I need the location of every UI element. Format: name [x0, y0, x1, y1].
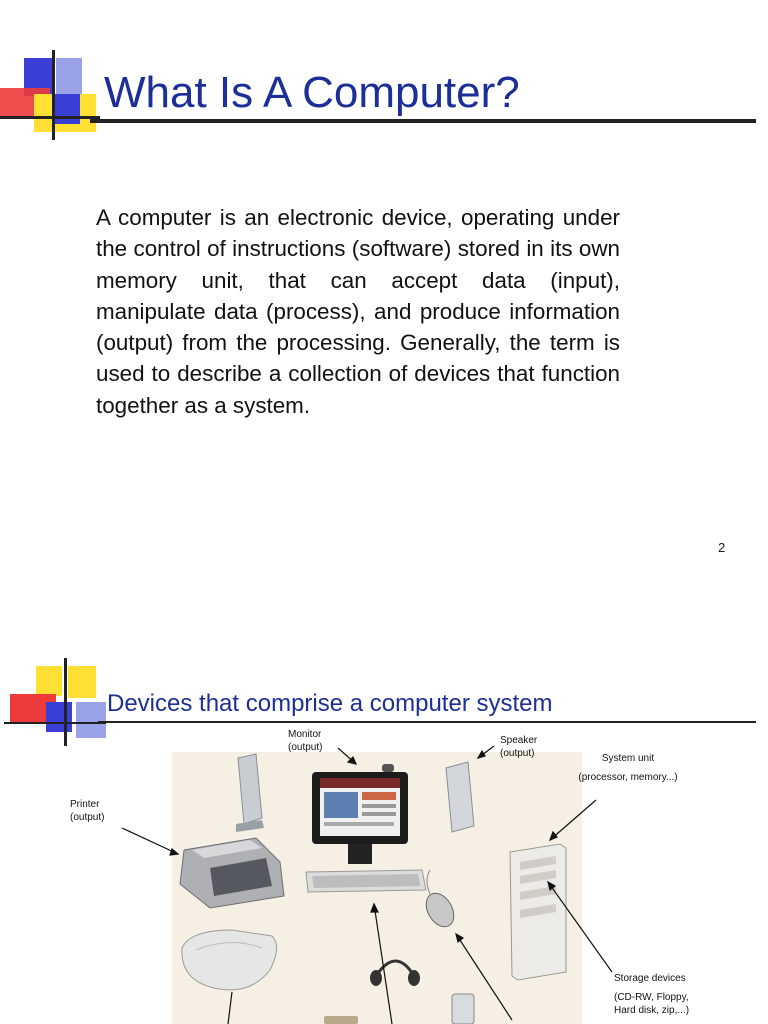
- monitor-icon: [312, 764, 408, 864]
- slide-what-is-a-computer: What Is A Computer? A computer is an ele…: [0, 50, 756, 555]
- keyboard-icon: [305, 869, 427, 893]
- speaker-label: Speaker (output): [500, 735, 538, 759]
- printer-label: Printer (output): [70, 799, 105, 823]
- storage-devices-label: Storage devices (CD-RW, Floppy, Hard dis…: [614, 973, 690, 1016]
- title-decoration: [0, 50, 110, 140]
- slide-devices: Devices that comprise a computer system: [0, 600, 768, 1024]
- left-speaker-icon: [236, 753, 264, 832]
- title-rule: [90, 119, 756, 123]
- title-decoration: [0, 658, 110, 748]
- slide-title: What Is A Computer?: [104, 68, 520, 117]
- zip-drive-icon: [451, 993, 475, 1024]
- camera-icon: [324, 1016, 358, 1024]
- monitor-label: Monitor (output): [288, 729, 323, 753]
- right-speaker-icon: [445, 761, 475, 833]
- pointer-arrows: [121, 745, 613, 1024]
- devices-illustration: [121, 745, 613, 1024]
- scanner-icon: [181, 929, 277, 991]
- printer-icon: [179, 837, 285, 909]
- system-unit-label: System unit (processor, memory...): [578, 753, 678, 783]
- page-number: 2: [718, 540, 726, 555]
- definition-paragraph: A computer is an electronic device, oper…: [96, 205, 620, 418]
- mouse-icon: [425, 869, 455, 928]
- title-rule: [98, 721, 756, 723]
- headset-icon: [370, 959, 420, 986]
- system-unit-icon: [509, 843, 567, 981]
- slide-title: Devices that comprise a computer system: [107, 690, 553, 717]
